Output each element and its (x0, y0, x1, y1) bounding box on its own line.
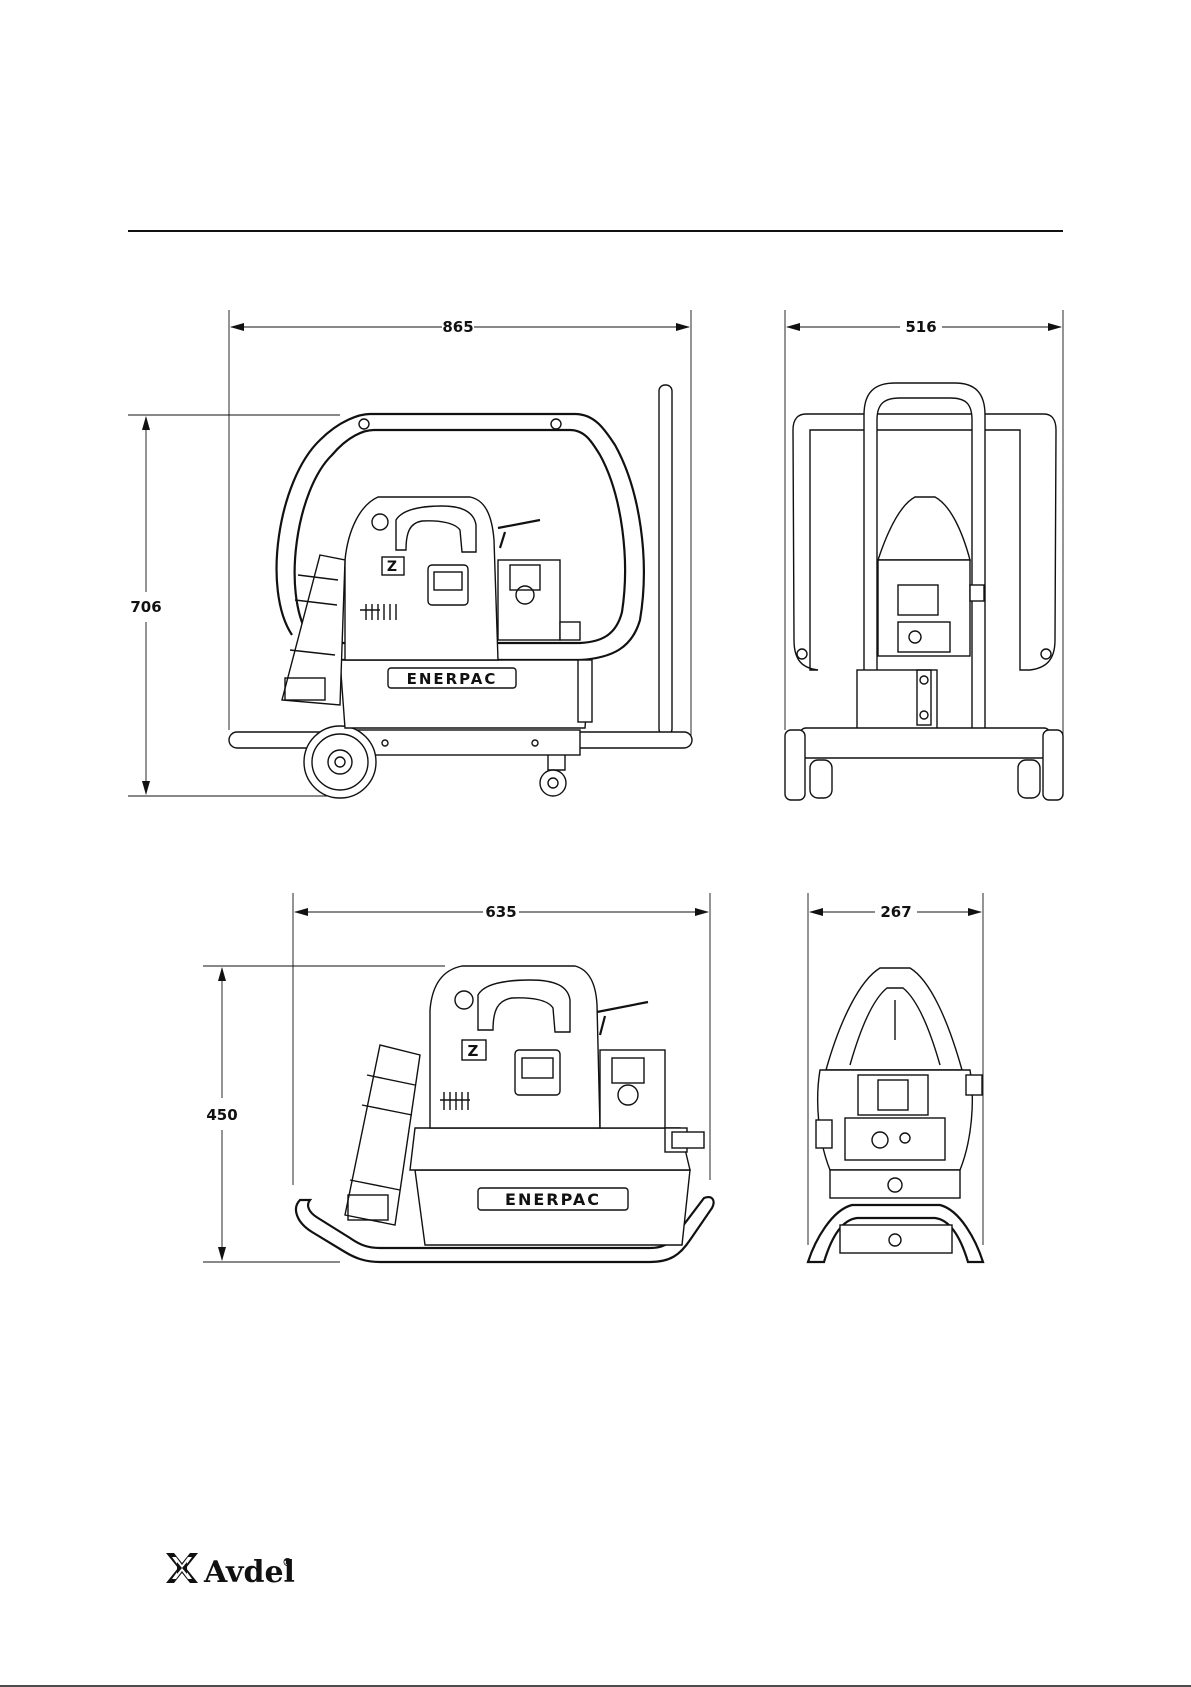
dimension-label-450: 450 (206, 1106, 237, 1124)
frame-side-view: 635 450 ENERPAC Z (203, 893, 714, 1262)
dimension-label-706: 706 (130, 598, 161, 616)
dimension-label-635: 635 (485, 903, 516, 921)
frame-front-view: 267 (808, 893, 983, 1262)
avdel-logo: Avdel ® (166, 1553, 295, 1590)
cart-model-badge: Z (387, 559, 399, 575)
frame-model-badge: Z (468, 1042, 481, 1060)
cart-front-view: 516 (785, 310, 1063, 800)
avdel-cross-icon (166, 1553, 198, 1583)
dimension-label-865: 865 (442, 318, 473, 336)
cart-side-view: 865 706 ENERPAC (128, 310, 692, 798)
dimension-label-516: 516 (905, 318, 936, 336)
cart-side-emblem: ENERPAC (407, 670, 498, 688)
registered-mark: ® (282, 1556, 293, 1569)
dimension-label-267: 267 (880, 903, 911, 921)
frame-side-emblem: ENERPAC (505, 1190, 601, 1209)
